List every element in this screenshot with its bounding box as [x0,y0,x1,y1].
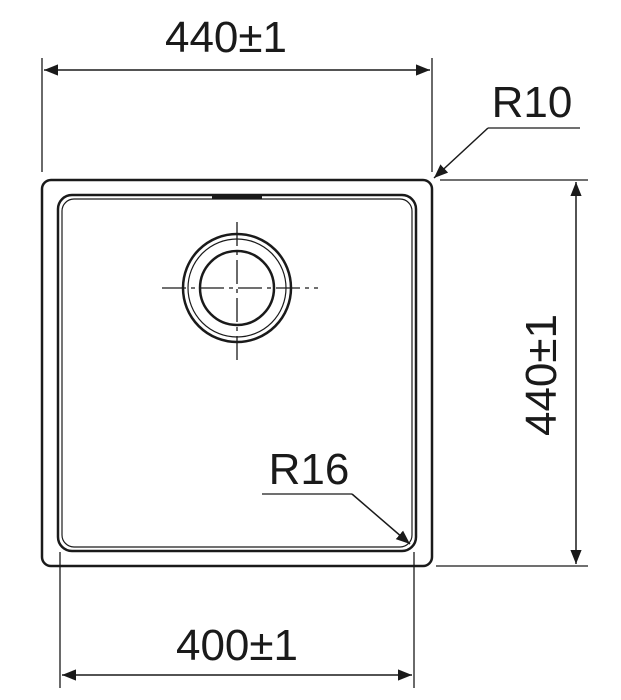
right-height-label: 440±1 [517,314,566,436]
top-width-dimension: 440±1 [41,13,433,172]
drain-centerlines [162,222,318,360]
bottom-width-dimension: 400±1 [59,552,415,688]
top-width-label: 440±1 [165,13,287,62]
outer-radius-label: R10 [492,78,573,127]
inner-radius-label: R16 [269,445,350,494]
outer-radius-callout: R10 [433,78,580,179]
bottom-width-label: 400±1 [176,621,298,670]
right-height-dimension: 440±1 [436,179,588,567]
sink-basin [56,193,418,553]
inner-radius-callout: R16 [262,445,411,545]
sink-outer-outline [40,178,434,568]
drain [181,232,293,344]
